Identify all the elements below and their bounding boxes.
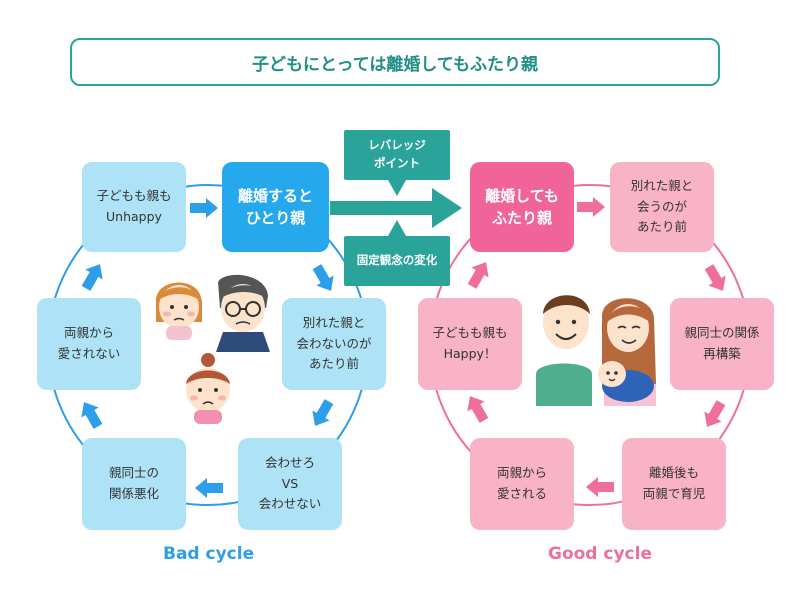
good-arrow-4: [586, 477, 614, 497]
unhappy-family-illustration: [155, 274, 270, 424]
good-arrow-6: [467, 262, 489, 289]
happy-family-illustration: [536, 295, 656, 406]
page-title: 子どもにとっては離婚してもふたり親: [252, 54, 538, 75]
leverage-point-callout: レバレッジ ポイント: [344, 130, 450, 180]
belief-change-pointer: [388, 220, 406, 236]
good-node-coparent: 離婚後も 両親で育児: [622, 438, 726, 530]
bad-node-vs: 会わせろ VS 会わせない: [238, 438, 342, 530]
bad-arrow-4: [195, 478, 223, 498]
good-node-happy: 子どもも親も Happy！: [418, 298, 522, 390]
good-arrow-3: [704, 400, 726, 427]
father-happy-icon: [536, 295, 592, 406]
bad-node-apart: 別れた親と 会わないのが あたり前: [282, 298, 386, 390]
bad-node-relation: 親同士の 関係悪化: [82, 438, 186, 530]
good-node-rebuild: 親同士の関係 再構築: [670, 298, 774, 390]
bad-node-unloved: 両親から 愛されない: [37, 298, 141, 390]
good-arrow-1: [577, 197, 605, 217]
bad-node-unhappy: 子どもも親も Unhappy: [82, 162, 186, 252]
good-node-loved: 両親から 愛される: [470, 438, 574, 530]
bad-arrow-2: [312, 264, 334, 291]
leverage-arrow: [330, 188, 462, 228]
good-cycle-label: Good cycle: [548, 544, 652, 564]
good-node-meet: 別れた親と 会うのが あたり前: [610, 162, 714, 252]
child-upset-icon: [186, 353, 230, 424]
leverage-point-pointer: [388, 180, 406, 196]
bad-arrow-5: [81, 402, 103, 429]
good-hub: 離婚しても ふたり親: [470, 162, 574, 252]
good-arrow-5: [467, 396, 489, 423]
mother-upset-icon: [155, 282, 202, 340]
belief-change-callout: 固定観念の変化: [344, 236, 450, 286]
bad-arrow-3: [312, 399, 334, 426]
father-upset-icon: [216, 274, 270, 352]
title-banner: 子どもにとっては離婚してもふたり親: [70, 38, 720, 86]
baby-icon: [598, 361, 654, 402]
bad-cycle-label: Bad cycle: [163, 544, 255, 564]
bad-hub: 離婚すると ひとり親: [222, 162, 329, 252]
bad-arrow-1: [190, 198, 218, 218]
bad-arrow-6: [81, 264, 103, 291]
good-arrow-2: [704, 264, 726, 291]
